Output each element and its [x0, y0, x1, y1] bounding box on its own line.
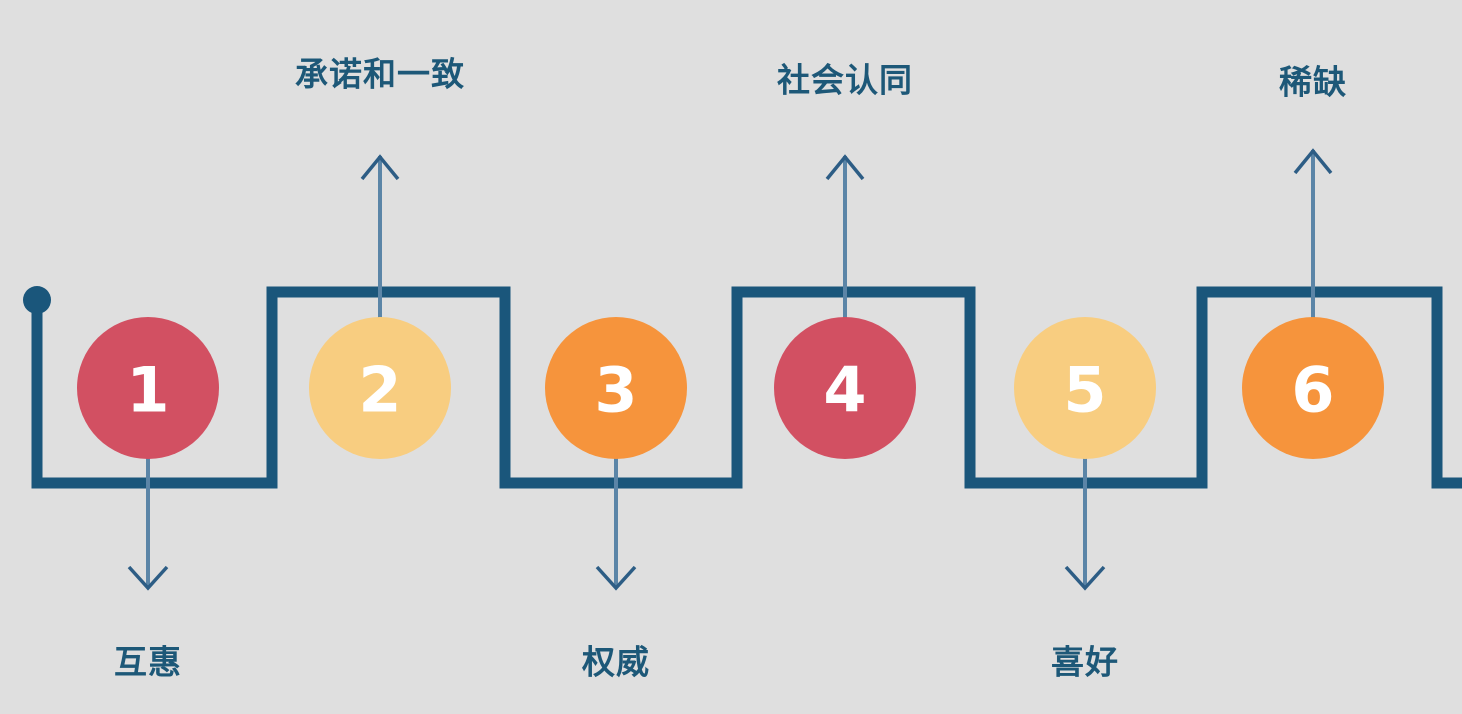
step-5-label: 喜好: [1051, 643, 1119, 682]
step-6-label: 稀缺: [1279, 63, 1347, 102]
step-labels: 互惠 承诺和一致 权威 社会认同 喜好 稀缺: [114, 55, 1347, 682]
step-1-circle: [77, 317, 219, 459]
step-2-circle: [309, 317, 451, 459]
step-2: 2: [309, 317, 451, 459]
step-1-number: 1: [126, 354, 169, 427]
step-4: 4: [774, 317, 916, 459]
step-3-circle: [545, 317, 687, 459]
step-4-circle: [774, 317, 916, 459]
step-2-number: 2: [358, 354, 401, 427]
step-5: 5: [1014, 317, 1156, 459]
step-3-number: 3: [594, 354, 637, 427]
step-1-label: 互惠: [114, 643, 182, 682]
step-5-circle: [1014, 317, 1156, 459]
path-start-dot: [23, 286, 51, 314]
step-6-circle: [1242, 317, 1384, 459]
step-circles: 1 2 3 4 5 6: [77, 317, 1384, 459]
step-6-number: 6: [1291, 354, 1334, 427]
step-2-label: 承诺和一致: [295, 55, 465, 94]
step-1: 1: [77, 317, 219, 459]
step-5-number: 5: [1063, 354, 1106, 427]
step-3-label: 权威: [581, 643, 650, 682]
step-6: 6: [1242, 317, 1384, 459]
step-4-number: 4: [823, 354, 866, 427]
step-4-label: 社会认同: [777, 61, 913, 100]
step-3: 3: [545, 317, 687, 459]
zigzag-path: [31, 286, 1462, 489]
